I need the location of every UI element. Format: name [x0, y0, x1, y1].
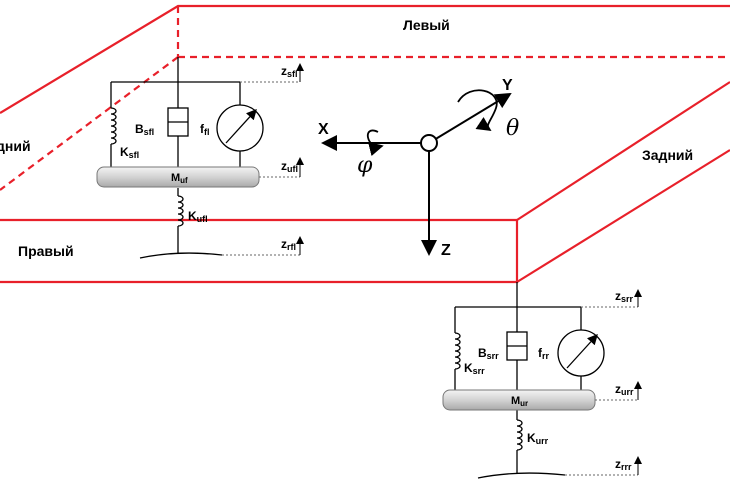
rr-road [477, 472, 566, 479]
rr-z-mass-label: zurr [615, 382, 634, 397]
roll-rotation-arrow [367, 129, 384, 157]
rr-damper-label: Bsrr [478, 346, 499, 361]
coordinate-axes [321, 89, 512, 256]
label-left: Левый [403, 17, 450, 33]
fl-tire-label: Kufl [188, 209, 208, 224]
car-body-box [0, 4, 730, 284]
fl-spring [110, 107, 117, 145]
fl-tire-spring [177, 195, 184, 227]
axis-phi-label: φ [357, 153, 373, 178]
rr-tire-label: Kurr [527, 431, 549, 446]
fl-z-road-label: zrfl [281, 237, 296, 252]
origin-circle [420, 134, 438, 152]
axis-z-label: Z [441, 242, 451, 259]
rr-reference-lines [565, 306, 638, 476]
rear-right-suspension [454, 282, 605, 479]
rr-z-road-label: zrrr [615, 457, 632, 472]
label-rear: Задний [642, 147, 693, 163]
rr-tire-spring [516, 419, 523, 451]
rr-spring [454, 332, 461, 370]
axis-x-label: X [318, 121, 329, 138]
top-outline [0, 4, 730, 114]
fl-z-mass-label: zufl [281, 159, 298, 174]
right-top-edge [516, 81, 730, 221]
fl-reference-lines [222, 81, 300, 256]
fl-damper-label: Bsfl [135, 122, 154, 137]
front-face [0, 218, 519, 284]
axis-y-label: Y [502, 77, 513, 94]
label-right: Правый [18, 243, 74, 259]
y-axis-arrow [428, 92, 512, 144]
fl-road [139, 252, 223, 259]
axis-theta-label: θ [506, 116, 519, 141]
hidden-left-diagonal [0, 56, 179, 191]
front-left-suspension [110, 57, 264, 259]
fl-z-body-label: zsfl [281, 64, 298, 79]
rr-mass-label: Mur [511, 395, 528, 408]
fl-actuator-label: ffl [200, 122, 210, 137]
fl-mass-label: Muf [171, 172, 188, 185]
fl-spring-label: Ksfl [120, 145, 139, 160]
label-front-cut: дний [0, 138, 31, 154]
right-bottom-edge [516, 149, 730, 283]
rr-z-body-label: zsrr [615, 289, 634, 304]
rr-actuator-label: frr [538, 346, 550, 361]
rr-spring-label: Ksrr [464, 361, 485, 376]
pitch-rotation-arrow [457, 89, 498, 132]
